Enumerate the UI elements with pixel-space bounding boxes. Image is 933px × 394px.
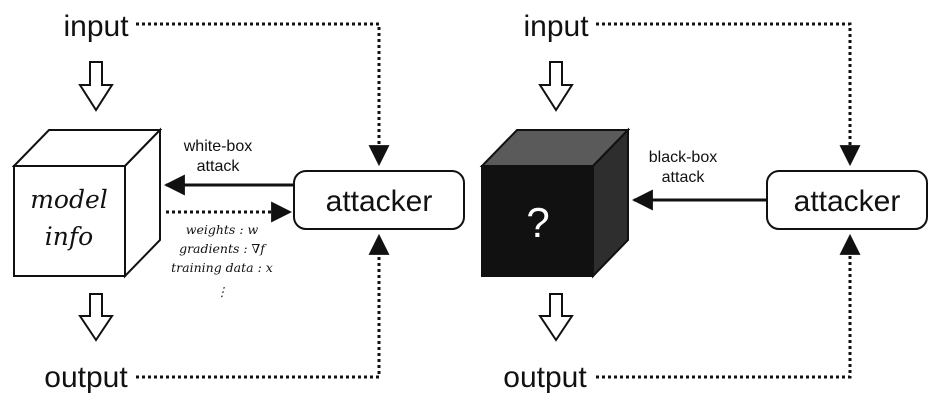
- output-down-arrow: [78, 293, 114, 342]
- output-to-attacker-dotted: [136, 233, 390, 379]
- cube-front-face: [481, 165, 594, 277]
- input-down-arrow: [78, 61, 114, 112]
- attacker-box: attacker: [293, 170, 465, 230]
- attacker-box: attacker: [766, 170, 928, 230]
- attack-label-line1: black-box: [649, 149, 717, 166]
- attack-label-line2: attack: [662, 169, 706, 186]
- info-text: info: [45, 222, 93, 251]
- attacker-label: attacker: [794, 185, 901, 218]
- leaked-weights: weights : w: [186, 222, 259, 237]
- black-box-cube: ?: [479, 127, 631, 279]
- model-info-cube: model info: [11, 127, 163, 279]
- input-down-arrow: [538, 61, 574, 112]
- input-to-attacker-dotted: [596, 22, 861, 167]
- input-label: input: [63, 10, 129, 43]
- black-box-panel: input ? output black-box attack attacker: [479, 10, 928, 394]
- attack-label-line2: attack: [197, 158, 241, 175]
- cube-front-face: [13, 165, 126, 277]
- output-down-arrow: [538, 293, 574, 342]
- attack-label-line1: white-box: [183, 138, 252, 155]
- input-label: input: [523, 10, 589, 43]
- output-label: output: [44, 361, 128, 394]
- attacker-label: attacker: [326, 185, 433, 218]
- white-box-panel: input model info output white-box attack…: [11, 10, 465, 394]
- unknown-model-symbol: ?: [526, 199, 549, 246]
- leaked-gradients: gradients : ∇f: [179, 241, 267, 256]
- model-text: model: [30, 185, 108, 214]
- leaked-training-data: training data : x: [171, 260, 273, 275]
- input-to-attacker-dotted: [136, 22, 390, 167]
- leaked-more-ellipsis: ⋮: [216, 284, 229, 299]
- output-label: output: [503, 361, 587, 394]
- output-to-attacker-dotted: [596, 233, 861, 379]
